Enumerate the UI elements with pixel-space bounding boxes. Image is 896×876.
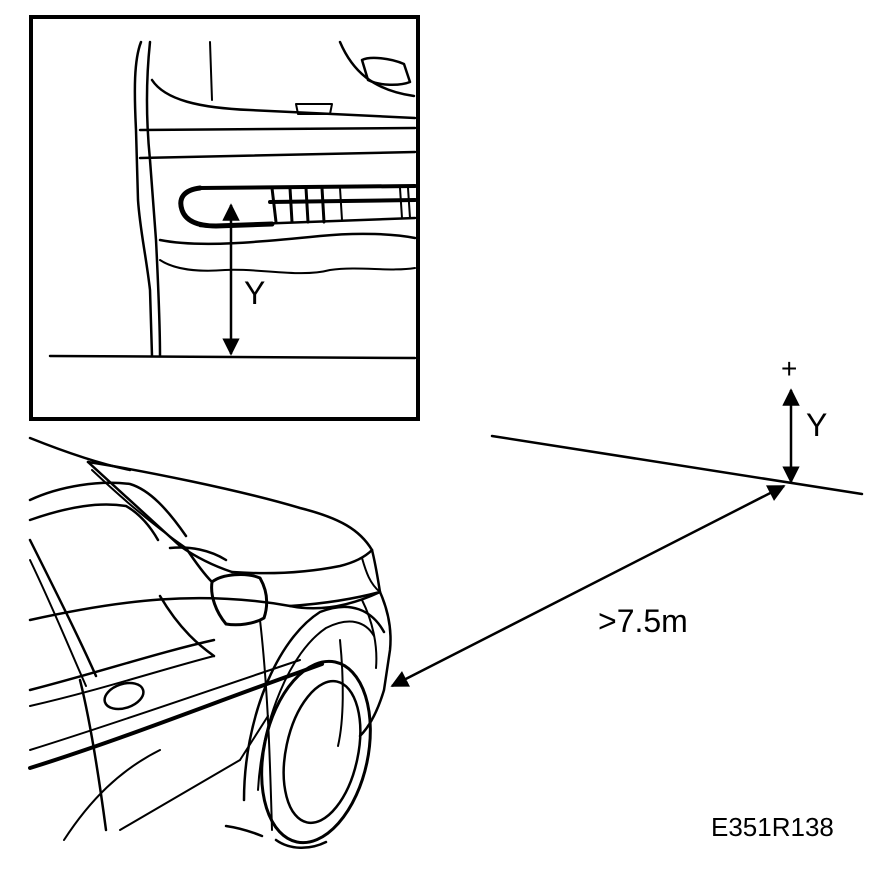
figure-code: E351R138 (711, 812, 834, 842)
inset-height-label: Y (244, 275, 265, 311)
adjust-plus-label: + (781, 353, 797, 384)
car-beltline (28, 662, 324, 770)
car-door-handle (103, 681, 145, 711)
car-mirror (210, 573, 269, 627)
car-front-bumper (358, 590, 392, 738)
inset-ground-line (48, 354, 417, 360)
inset-body-edge (133, 40, 154, 358)
distance-measure: >7.5m (390, 484, 786, 688)
car-front (28, 460, 392, 849)
screen-upper-line (490, 434, 864, 496)
inset-body-edge-2 (145, 40, 162, 358)
inset-detail: Y (29, 15, 420, 421)
car-roof (28, 481, 188, 538)
distance-arrow (390, 484, 786, 688)
adjust-height-label: Y (806, 407, 827, 443)
car-wheel-arch (242, 605, 386, 802)
car-front-wheel (260, 659, 372, 849)
distance-label: >7.5m (598, 603, 688, 639)
